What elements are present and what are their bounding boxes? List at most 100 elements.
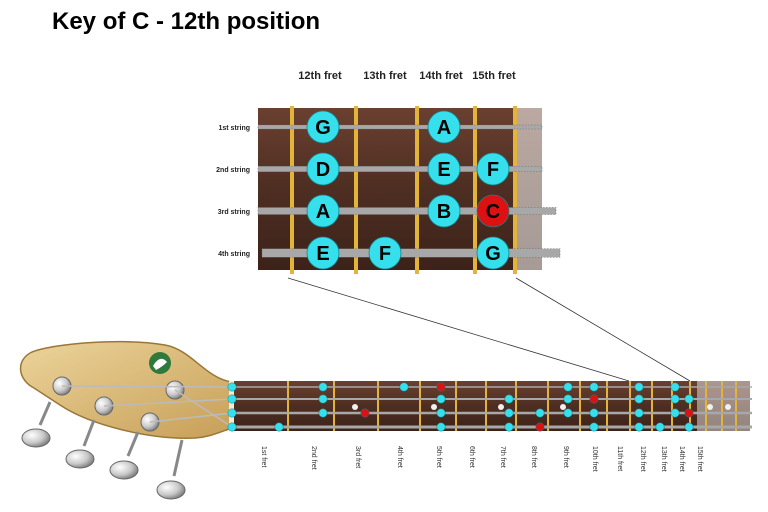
neck-fret-label-9: 9th fret — [562, 446, 569, 468]
scale-note-dot — [318, 408, 328, 418]
neck-fret-wire — [485, 381, 487, 431]
page-title: Key of C - 12th position — [52, 8, 321, 35]
zoom-wood-right — [516, 108, 542, 270]
headstock-string — [149, 412, 233, 423]
scale-note-dot — [436, 394, 446, 404]
scale-note-dot — [318, 394, 328, 404]
neck-fret-wire — [721, 381, 723, 431]
note-label: D — [316, 159, 330, 181]
scale-note-dot — [589, 382, 599, 392]
scale-note-dot — [399, 382, 409, 392]
zoom-string-1 — [257, 124, 543, 130]
scale-note-dot — [274, 422, 284, 432]
neck-fret-label-14: 14th fret — [678, 446, 685, 472]
note-label: E — [316, 243, 329, 265]
scale-note-dot — [318, 382, 328, 392]
neck-fret-label-6: 6th fret — [468, 446, 475, 468]
root-note-dot — [360, 408, 370, 418]
scale-note-dot — [504, 422, 514, 432]
inlay-dot — [498, 404, 504, 410]
tuning-peg-icon — [109, 431, 140, 480]
string-label-4: 4th string — [218, 251, 250, 258]
neck-fret-label-8: 8th fret — [530, 446, 537, 468]
scale-note-dot — [563, 408, 573, 418]
neck-fret-wire — [629, 381, 631, 431]
note-marker-b: B — [427, 194, 461, 228]
neck-fret-wire — [689, 381, 691, 431]
inlay-dot — [352, 404, 358, 410]
scale-note-dot — [227, 408, 237, 418]
inlay-dot — [707, 404, 713, 410]
neck-fret-label-3: 3rd fret — [354, 446, 361, 468]
brand-logo-mark — [153, 358, 167, 370]
scale-note-dot — [227, 422, 237, 432]
neck-fret-label-7: 7th fret — [499, 446, 506, 468]
scale-note-dot — [504, 394, 514, 404]
note-label: A — [316, 201, 330, 223]
scale-note-dot — [634, 408, 644, 418]
neck-fret-wire — [705, 381, 707, 431]
string-label-1: 1st string — [218, 125, 250, 132]
neck-fret-label-2: 2nd fret — [310, 446, 317, 470]
note-circle — [306, 236, 340, 270]
note-label: F — [379, 243, 391, 265]
inlay-dot — [560, 404, 566, 410]
note-circle — [427, 194, 461, 228]
scale-note-dot — [670, 408, 680, 418]
neck-fret-wire — [547, 381, 549, 431]
inlay-dot — [725, 404, 731, 410]
note-marker-d: D — [306, 152, 340, 186]
fret-header-12: 12th fret — [298, 70, 342, 82]
neck-fret-wire — [515, 381, 517, 431]
scale-note-dot — [589, 422, 599, 432]
scale-note-dot — [436, 422, 446, 432]
note-marker-f: F — [368, 236, 402, 270]
scale-note-dot — [670, 382, 680, 392]
neck-fret-wire — [419, 381, 421, 431]
scale-note-dot — [227, 394, 237, 404]
scale-note-dot — [563, 394, 573, 404]
scale-note-dot — [634, 394, 644, 404]
tuning-peg-icon — [65, 419, 96, 469]
note-circle — [476, 236, 510, 270]
note-marker-e: E — [306, 236, 340, 270]
neck-fret-label-13: 13th fret — [660, 446, 667, 472]
headstock-body — [19, 340, 233, 439]
inlay-dot — [431, 404, 437, 410]
note-marker-c: C — [476, 194, 510, 228]
string-label-2: 2nd string — [216, 167, 250, 174]
scale-note-dot — [634, 422, 644, 432]
note-circle — [306, 152, 340, 186]
zoom-string-3 — [257, 207, 557, 215]
string-label-3: 3rd string — [218, 209, 250, 216]
neck-fret-wire — [671, 381, 673, 431]
neck-fret-wire — [579, 381, 581, 431]
note-label: F — [487, 159, 499, 181]
scale-note-dot — [655, 422, 665, 432]
zoom-fret-wire — [290, 106, 294, 274]
scale-note-dot — [670, 394, 680, 404]
scale-note-dot — [563, 382, 573, 392]
note-label: G — [485, 243, 501, 265]
note-label: A — [437, 117, 451, 139]
scale-note-dot — [535, 408, 545, 418]
note-marker-f: F — [476, 152, 510, 186]
root-note-dot — [436, 382, 446, 392]
neck-fret-wire — [606, 381, 608, 431]
tuning-peg-icon — [156, 439, 186, 500]
neck-fret-wire — [735, 381, 737, 431]
zoom-fret-wire — [415, 106, 419, 274]
neck-fret-wire — [455, 381, 457, 431]
neck-fret-label-12: 12th fret — [639, 446, 646, 472]
nut — [229, 381, 234, 431]
headstock — [19, 340, 233, 500]
neck-fret-wire — [377, 381, 379, 431]
scale-note-dot — [589, 408, 599, 418]
headstock-string — [174, 389, 233, 428]
zoom-string-2 — [257, 165, 543, 173]
root-note-dot — [535, 422, 545, 432]
note-circle — [476, 194, 510, 228]
neck-fret-label-4: 4th fret — [396, 446, 403, 468]
